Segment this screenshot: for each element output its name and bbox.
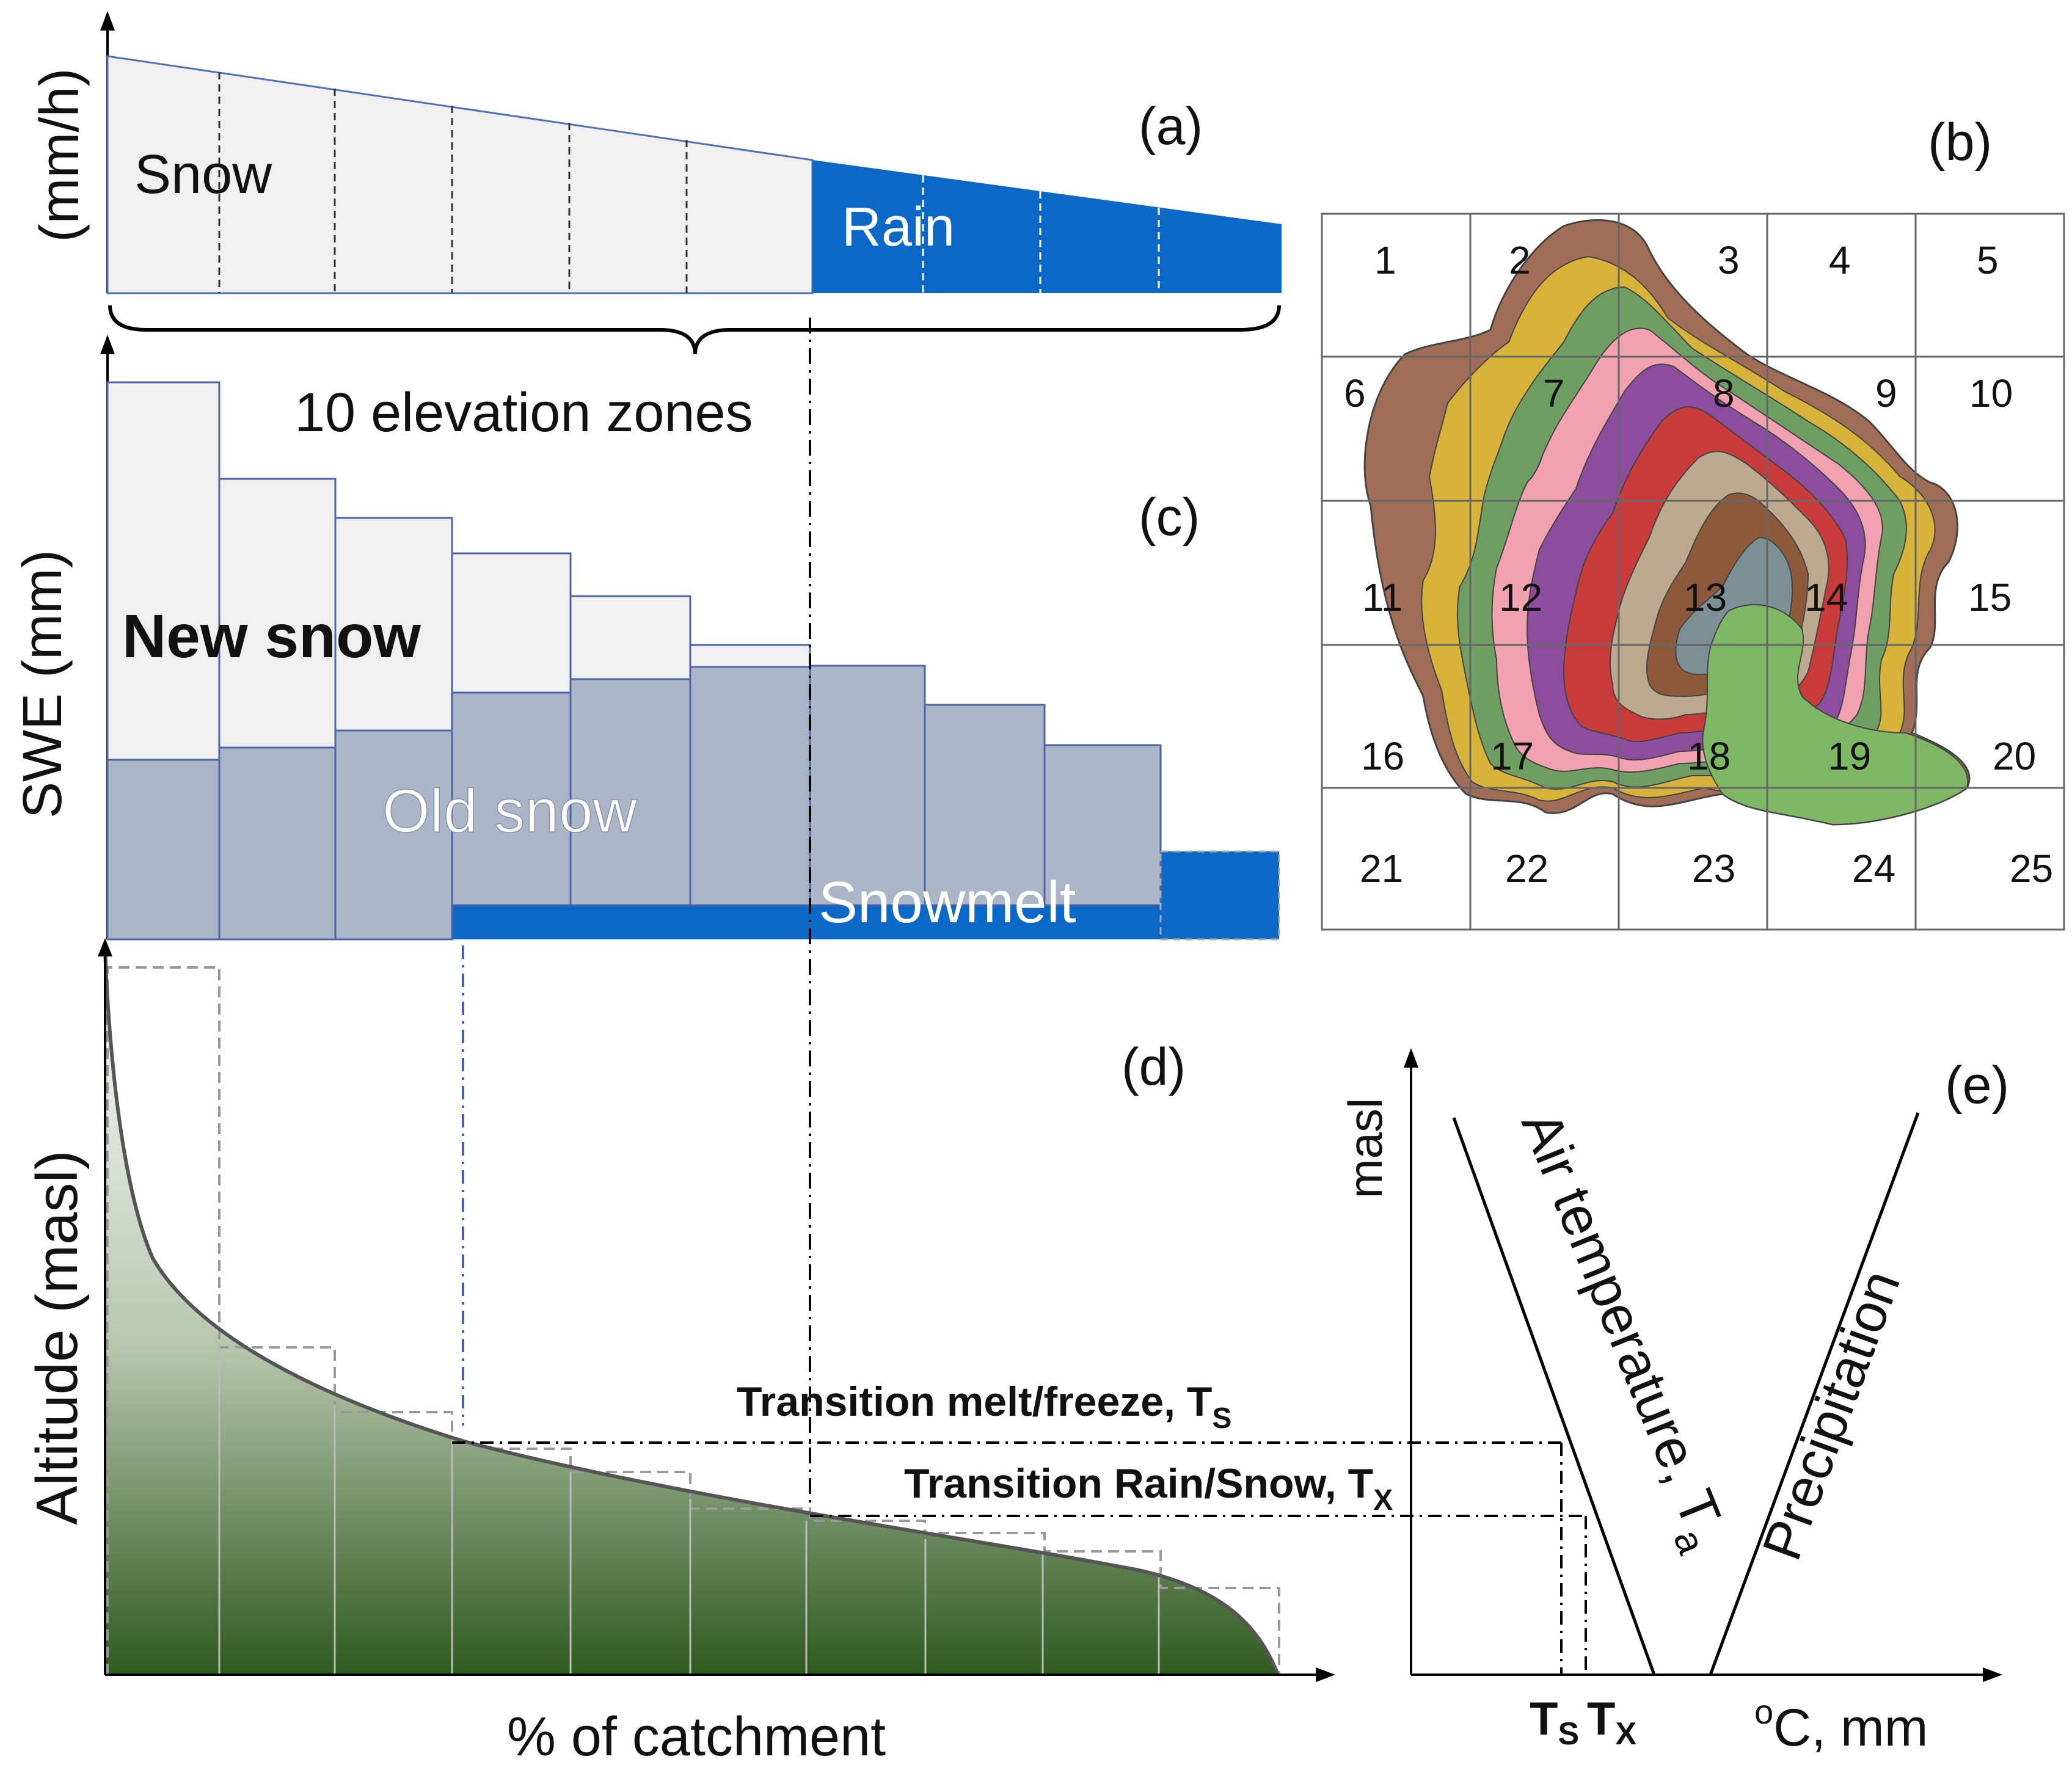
grid-cell-number: 5 bbox=[1977, 238, 1999, 282]
old-snow-bar bbox=[809, 665, 926, 906]
panel-d-tag: (d) bbox=[1122, 1038, 1186, 1096]
panel-a-rain-label: Rain bbox=[842, 197, 955, 258]
old-snow-bar bbox=[218, 746, 337, 941]
grid-cell-number: 3 bbox=[1718, 238, 1740, 282]
panel-a-zone-dividers bbox=[218, 72, 688, 293]
panel-b-tag: (b) bbox=[1928, 113, 1992, 172]
old-snow-bar bbox=[1043, 744, 1162, 906]
panel-d-x-label: % of catchment bbox=[507, 1706, 886, 1768]
old-snow-label: Old snow bbox=[382, 777, 638, 845]
ts-tick-label: TS bbox=[1530, 1693, 1579, 1752]
grid-cell-number: 8 bbox=[1713, 371, 1735, 415]
grid-cell-number: 14 bbox=[1804, 575, 1848, 619]
grid-cell-number: 25 bbox=[2010, 847, 2053, 890]
grid-cell-number: 24 bbox=[1852, 847, 1895, 890]
new-snow-bar bbox=[218, 478, 337, 749]
last-zone-outline bbox=[1159, 850, 1280, 941]
grid-cell-number: 23 bbox=[1692, 847, 1735, 890]
panel-c-y-label: SWE (mm) bbox=[12, 550, 73, 818]
old-snow-bar bbox=[689, 666, 811, 906]
new-snow-bar bbox=[689, 644, 811, 668]
zone-vertical-lines bbox=[218, 1344, 1160, 1675]
grid-cell-number: 12 bbox=[1499, 575, 1542, 619]
grid-cell-number: 22 bbox=[1505, 847, 1549, 890]
ts-transition-label: Transition melt/freeze, TS bbox=[737, 1378, 1231, 1435]
zones-brace bbox=[108, 305, 1281, 355]
panel-a-y-label: (mm/h) bbox=[29, 68, 90, 242]
grid-cell-number: 2 bbox=[1509, 238, 1531, 282]
grid-cell-number: 16 bbox=[1361, 734, 1404, 778]
panel-e: Air temperature, Ta Precipitation masl (… bbox=[1338, 1048, 2009, 1757]
catchment-zone-10 bbox=[1702, 604, 1969, 826]
air-temperature-line bbox=[1452, 1117, 1656, 1675]
catchment-map bbox=[1363, 219, 1971, 826]
precipitation-label: Precipitation bbox=[1751, 1262, 1912, 1568]
snowmelt-area bbox=[452, 851, 1279, 939]
panel-e-y-label: masl bbox=[1338, 1098, 1392, 1199]
panel-e-y-arrow-icon bbox=[1404, 1048, 1418, 1068]
old-snow-bar bbox=[569, 678, 691, 906]
air-temperature-label: Air temperature, Ta bbox=[1500, 1103, 1740, 1561]
new-snow-bar bbox=[569, 595, 691, 680]
snowmelt-label: Snowmelt bbox=[819, 870, 1076, 935]
panel-a-snow-label: Snow bbox=[134, 144, 272, 205]
grid-cell-number: 11 bbox=[1362, 575, 1403, 619]
panel-e-x-arrow-icon bbox=[1983, 1667, 2002, 1682]
panel-a-y-arrow-icon bbox=[100, 11, 115, 31]
panel-d-y-arrow-icon bbox=[98, 938, 112, 956]
precipitation-line bbox=[1709, 1112, 1920, 1675]
panel-a-rain-dividers bbox=[922, 175, 1160, 293]
grid-cell-number: 17 bbox=[1490, 734, 1534, 778]
panel-a: Snow Rain (a) (mm/h) 10 elevation zones bbox=[29, 11, 1282, 443]
new-snow-bar bbox=[106, 381, 221, 761]
panel-e-tag: (e) bbox=[1945, 1056, 2009, 1115]
old-snow-bar bbox=[924, 704, 1046, 906]
panel-a-tag: (a) bbox=[1139, 97, 1203, 156]
panel-c-tag: (c) bbox=[1139, 488, 1200, 547]
panel-d-x-arrow-icon bbox=[1316, 1667, 1335, 1682]
panel-d-y-label: Altitude (masl) bbox=[24, 1150, 90, 1525]
panel-e-x-label: oC, mm bbox=[1754, 1692, 1928, 1757]
grid-cell-number: 21 bbox=[1360, 847, 1403, 890]
zones-label: 10 elevation zones bbox=[294, 382, 753, 443]
grid-cell-number: 10 bbox=[1969, 371, 2013, 415]
grid-cell-number: 15 bbox=[1968, 575, 2012, 619]
panel-a-rain-area bbox=[812, 160, 1282, 293]
grid-cell-number: 18 bbox=[1687, 734, 1731, 778]
panel-c: New snow Old snow Snowmelt (c) SWE (mm) bbox=[12, 335, 1280, 941]
old-snow-bar bbox=[334, 729, 453, 941]
panel-d: Transition melt/freeze, TS Transition Ra… bbox=[24, 938, 1586, 1768]
swe-bars bbox=[106, 381, 1280, 941]
hypsometric-curve bbox=[103, 945, 1280, 1676]
hypsometric-fill bbox=[105, 945, 1278, 1675]
grid-cell-number: 19 bbox=[1828, 734, 1871, 778]
new-snow-label: New snow bbox=[122, 602, 421, 671]
grid-cell-number: 7 bbox=[1543, 371, 1565, 415]
old-snow-bar bbox=[106, 759, 221, 941]
grid-cell-number: 20 bbox=[1993, 734, 2036, 778]
grid-cell-number: 13 bbox=[1683, 575, 1727, 619]
grid-cell-number: 6 bbox=[1344, 371, 1366, 415]
grid-cell-number: 9 bbox=[1875, 371, 1897, 415]
tx-tick-label: TX bbox=[1587, 1693, 1636, 1752]
map-grid-border bbox=[1321, 213, 2065, 931]
panel-c-y-arrow-icon bbox=[100, 335, 115, 354]
grid-cell-number: 4 bbox=[1829, 238, 1851, 282]
grid-cell-number: 1 bbox=[1374, 238, 1396, 282]
tx-transition-label: Transition Rain/Snow, TX bbox=[904, 1460, 1393, 1517]
new-snow-bar bbox=[451, 552, 572, 694]
